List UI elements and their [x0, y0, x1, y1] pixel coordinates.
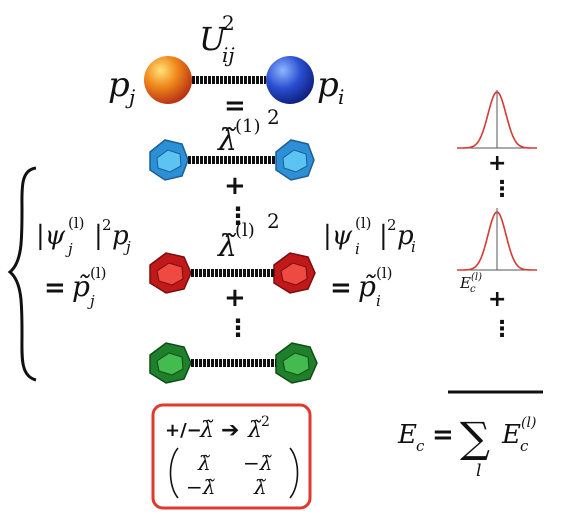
gaussian-dots-1: ⋮ [491, 177, 513, 202]
matrix-cell-12: −λ̃ [243, 451, 272, 475]
right-ptilde: p̃ [358, 270, 377, 303]
sum-equation: E c = ∑ l E c (l) [397, 413, 536, 481]
sum-lhs-subscript: c [416, 437, 425, 455]
right-node-subscript: i [338, 85, 344, 109]
right-equation: |ψ (l) i | 2 p i = p̃ (l) i [323, 214, 416, 310]
sum-term-superscript: (l) [521, 415, 536, 431]
gaussian-dots-2: ⋮ [491, 317, 513, 342]
right-ptilde-superscript: (l) [376, 264, 393, 282]
right-abs-power: 2 [387, 216, 397, 234]
term1-right-dodecahedron [275, 139, 315, 181]
gaussian-label-E: E [459, 274, 471, 292]
coupling-symbol: U [199, 20, 227, 58]
matrix-box-header: +/− λ̃ ➔ λ̃ 2 [165, 414, 270, 443]
terml-superscript: (l) [235, 220, 255, 241]
gaussian-middle-curve [457, 211, 537, 271]
left-p: p [112, 221, 129, 251]
sum-index: l [476, 461, 481, 481]
left-ptilde: p̃ [72, 270, 91, 303]
terml-lambda: λ̃ [217, 229, 237, 264]
sum-sigma: ∑ [460, 413, 490, 462]
matrix-box-lambda2: λ̃ [247, 418, 262, 443]
coupling-label: U 2 ij [199, 11, 235, 67]
terml-bond [191, 269, 274, 277]
gaussian-plus-1: + [488, 151, 506, 176]
left-psi: |ψ [36, 221, 66, 251]
matrix-box-lambda: λ̃ [199, 418, 214, 443]
matrix: λ̃ −λ̃ −λ̃ λ̃ [169, 447, 299, 499]
right-psi-superscript: (l) [355, 214, 372, 232]
left-node-sphere [144, 56, 192, 104]
coupling-subscript: ij [222, 43, 235, 67]
left-node-subscript: j [125, 85, 135, 109]
gaussian-label-sub: c [470, 284, 476, 295]
vertical-dots-2: ⋮ [226, 314, 250, 342]
left-node-label: p [108, 65, 130, 105]
term1-power: 2 [267, 105, 280, 129]
term1-left-dodecahedron [149, 139, 189, 181]
terml-plus: + [224, 283, 246, 313]
terml-right-dodecahedron [273, 252, 316, 294]
termlast-right-dodecahedron [275, 342, 318, 384]
right-p: p [397, 221, 414, 251]
top-bond [192, 76, 266, 84]
left-p-subscript: j [123, 238, 131, 256]
equals-sign: = [224, 91, 246, 121]
term1-plus: + [224, 171, 246, 201]
gaussian-label-sup: (l) [471, 272, 482, 283]
matrix-cell-21: −λ̃ [186, 475, 215, 499]
gaussian-top [457, 90, 537, 149]
matrix-box-sign: +/− [165, 420, 202, 441]
left-abs-power: 2 [102, 216, 112, 234]
left-psi-superscript: (l) [68, 214, 85, 232]
matrix-left-paren [169, 447, 179, 499]
term1-lambda: λ̃ [217, 123, 237, 158]
matrix-box [151, 403, 312, 510]
terml-power: 2 [267, 209, 280, 233]
right-psi: |ψ [323, 221, 353, 251]
right-ptilde-subscript: i [376, 292, 381, 310]
gaussian-middle [457, 208, 537, 271]
termlast-left-dodecahedron [149, 342, 192, 384]
sum-term: E [501, 420, 521, 450]
right-psi-subscript: i [355, 240, 360, 258]
left-equation: |ψ (l) j | 2 p j = p̃ (l) j [36, 214, 131, 310]
termlast-bond [191, 359, 276, 367]
right-rhs-equals: = [330, 273, 352, 303]
right-abs-close: | [379, 221, 388, 251]
matrix-box-arrow: ➔ [221, 418, 239, 443]
matrix-right-paren [289, 447, 299, 499]
right-p-subscript: i [411, 238, 416, 256]
term1-superscript: (1) [235, 116, 261, 137]
left-ptilde-subscript: j [87, 292, 95, 310]
gaussian-top-curve [457, 91, 537, 149]
vertical-dots-1: ⋮ [226, 202, 250, 230]
gaussian-plus-2: + [488, 287, 506, 312]
matrix-cell-22: λ̃ [253, 475, 267, 499]
matrix-cell-11: λ̃ [197, 451, 211, 475]
term1-bond [188, 156, 276, 164]
right-node-label: p [317, 65, 339, 105]
matrix-box-lambda2-power: 2 [261, 414, 270, 430]
gaussian-label: E c (l) [459, 272, 482, 295]
left-abs-close: | [94, 221, 103, 251]
sum-equals: = [432, 420, 454, 450]
left-rhs-equals: = [44, 273, 66, 303]
sum-lhs: E [397, 420, 417, 450]
left-psi-subscript: j [65, 240, 73, 258]
right-node-sphere [266, 56, 314, 104]
sum-term-subscript: c [520, 437, 529, 455]
left-ptilde-superscript: (l) [90, 264, 107, 282]
left-brace [7, 166, 37, 382]
coupling-superscript: 2 [222, 11, 235, 35]
terml-left-dodecahedron [149, 252, 192, 294]
